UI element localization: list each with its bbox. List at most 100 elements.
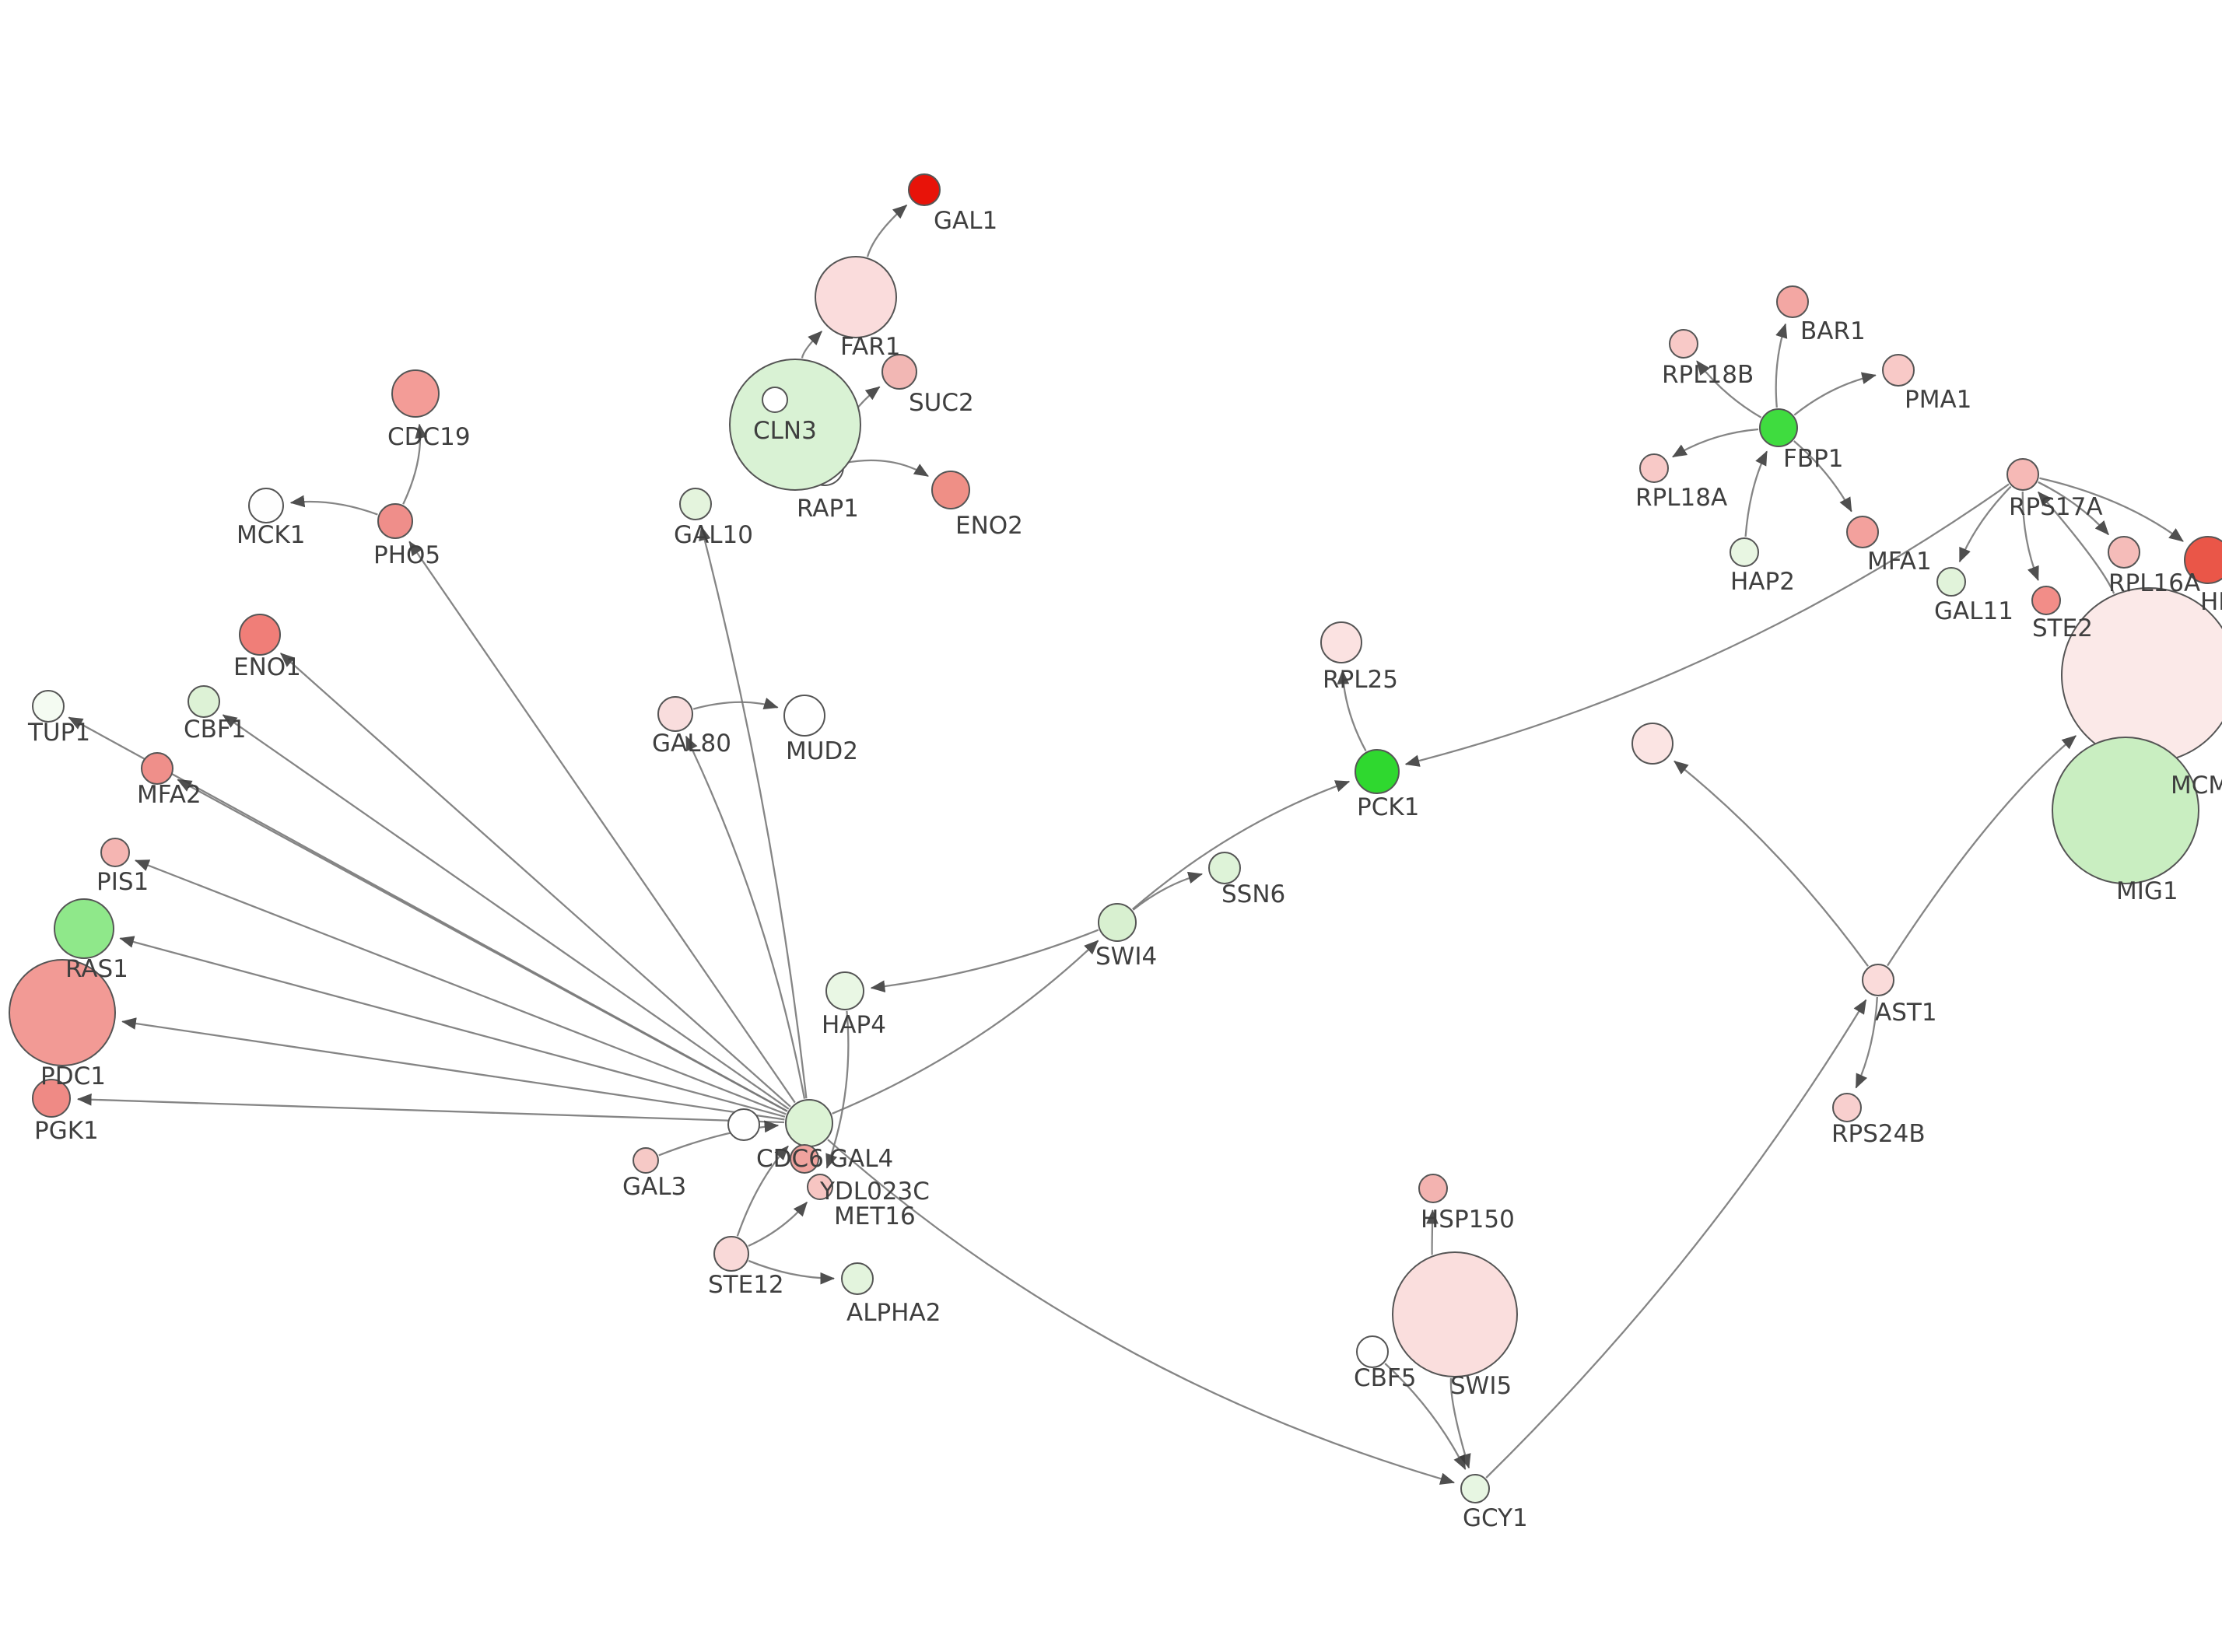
- node-mck1[interactable]: [248, 488, 284, 523]
- node-mcm1[interactable]: [2061, 587, 2222, 763]
- node-ste12[interactable]: [713, 1236, 749, 1272]
- edge-gal4-swi4[interactable]: [832, 940, 1099, 1115]
- edge-swi5-hsp150[interactable]: [1426, 1209, 1439, 1255]
- node-rpl18b[interactable]: [1669, 329, 1698, 359]
- node-ydl023c[interactable]: [790, 1144, 819, 1174]
- edge-gal4-ras1[interactable]: [119, 936, 786, 1118]
- edge-hap2-fbp1[interactable]: [1744, 450, 1768, 537]
- node-hsp150[interactable]: [1418, 1174, 1448, 1203]
- node-cln3[interactable]: [729, 359, 861, 491]
- edge-rps17a-his4[interactable]: [2039, 477, 2184, 542]
- node-hap4[interactable]: [825, 971, 864, 1010]
- node-mfa1[interactable]: [1846, 516, 1879, 548]
- node-tup1[interactable]: [32, 690, 65, 723]
- edge-far1-gal1[interactable]: [866, 204, 908, 257]
- node-mig1[interactable]: [2052, 737, 2199, 884]
- node-cbf1[interactable]: [188, 685, 220, 718]
- edge-fbp1-rpl18a[interactable]: [1672, 428, 1759, 458]
- node-node_a[interactable]: [762, 387, 788, 413]
- node-pis1[interactable]: [100, 838, 130, 867]
- node-eno2[interactable]: [931, 471, 970, 509]
- node-suc2[interactable]: [881, 354, 917, 390]
- node-ste2[interactable]: [2031, 586, 2061, 615]
- edge-pck1-rpl25[interactable]: [1337, 669, 1367, 752]
- node-pgk1[interactable]: [32, 1079, 71, 1118]
- node-ssn6[interactable]: [1208, 852, 1241, 884]
- edge-cln3-far1[interactable]: [801, 331, 823, 359]
- node-gal10[interactable]: [679, 488, 712, 520]
- edge-gal4-gal80[interactable]: [685, 735, 806, 1099]
- edge-gal80-mud2[interactable]: [692, 697, 779, 710]
- node-ras1[interactable]: [54, 898, 114, 959]
- node-gcy1[interactable]: [1460, 1474, 1490, 1503]
- edge-gal4-mfa2[interactable]: [177, 779, 788, 1112]
- edge-ast1-rps24b[interactable]: [1855, 996, 1878, 1089]
- node-gal11[interactable]: [1936, 567, 1966, 597]
- edge-gal4-pho5[interactable]: [408, 541, 796, 1104]
- edge-cbf5-gcy1[interactable]: [1384, 1363, 1467, 1470]
- node-eno1[interactable]: [239, 614, 281, 656]
- node-pma1[interactable]: [1882, 354, 1915, 387]
- node-pdc1[interactable]: [9, 959, 116, 1066]
- edge-gal4-gal10[interactable]: [699, 525, 808, 1099]
- node-mfa2[interactable]: [141, 752, 173, 785]
- node-gal4[interactable]: [785, 1099, 833, 1147]
- edge-ste12-alpha2[interactable]: [748, 1259, 836, 1285]
- edge-gal4-cbf1[interactable]: [222, 714, 790, 1110]
- node-gal1[interactable]: [908, 173, 941, 206]
- edge-gcy1-ast1[interactable]: [1485, 999, 1867, 1479]
- edge-rps17a-ste2[interactable]: [2021, 491, 2039, 581]
- node-swi4[interactable]: [1098, 903, 1137, 942]
- edge-gal4-eno1[interactable]: [280, 653, 791, 1108]
- edge-ste12-met16[interactable]: [748, 1202, 808, 1248]
- node-swi5[interactable]: [1392, 1251, 1518, 1377]
- node-rpl18a[interactable]: [1639, 453, 1669, 483]
- edge-pho5-cdc19[interactable]: [402, 423, 427, 505]
- edge-gal4-pdc1[interactable]: [121, 1017, 785, 1121]
- node-rpl25[interactable]: [1320, 621, 1362, 663]
- node-pho5[interactable]: [377, 503, 413, 539]
- node-cdc19[interactable]: [391, 369, 440, 418]
- node-mud2[interactable]: [783, 695, 825, 737]
- edge-gal4-pis1[interactable]: [135, 859, 787, 1115]
- node-pck1[interactable]: [1355, 749, 1400, 794]
- edge-fbp1-bar1[interactable]: [1775, 323, 1788, 408]
- edge-ast1-mcm1[interactable]: [1887, 735, 2077, 967]
- node-his4[interactable]: [2184, 536, 2222, 584]
- node-alpha2[interactable]: [841, 1262, 874, 1295]
- edge-gal4-gcy1[interactable]: [827, 1139, 1455, 1485]
- edge-fbp1-pma1[interactable]: [1793, 372, 1877, 416]
- node-rps24b[interactable]: [1832, 1093, 1862, 1122]
- edge-fbp1-rpl18b[interactable]: [1696, 360, 1762, 418]
- edge-swi4-ssn6[interactable]: [1132, 871, 1203, 911]
- node-far1[interactable]: [815, 256, 897, 338]
- edge-pho5-mck1[interactable]: [289, 495, 378, 516]
- edge-ast1-node_b[interactable]: [1674, 760, 1869, 967]
- edge-hap4-met16[interactable]: [825, 1010, 850, 1169]
- node-rps17a[interactable]: [2006, 458, 2039, 491]
- label-swi4: SWI4: [1095, 943, 1157, 971]
- edge-swi5-gcy1[interactable]: [1449, 1377, 1471, 1469]
- node-node_b[interactable]: [1631, 723, 1674, 765]
- edge-swi4-pck1[interactable]: [1132, 780, 1351, 910]
- edge-mcm1-rps17a[interactable]: [2037, 491, 2115, 594]
- edge-rps17a-pck1[interactable]: [1404, 483, 2010, 767]
- node-cdc6[interactable]: [727, 1108, 760, 1141]
- node-cbf5[interactable]: [1356, 1335, 1389, 1368]
- edge-gal3-gal4[interactable]: [658, 1120, 780, 1157]
- node-bar1[interactable]: [1776, 285, 1809, 318]
- edge-rps17a-gal11[interactable]: [1958, 485, 2012, 563]
- edge-swi4-hap4[interactable]: [870, 929, 1099, 992]
- node-gal3[interactable]: [633, 1147, 659, 1174]
- node-ast1[interactable]: [1862, 964, 1894, 996]
- node-gal80[interactable]: [657, 696, 693, 732]
- edge-ste12-gal4[interactable]: [736, 1145, 789, 1237]
- node-met16[interactable]: [807, 1174, 833, 1200]
- node-fbp1[interactable]: [1759, 408, 1798, 447]
- node-rpl16a[interactable]: [2108, 536, 2140, 569]
- edge-rps17a-rpl16a[interactable]: [2038, 481, 2110, 536]
- edge-fbp1-mfa1[interactable]: [1793, 440, 1852, 513]
- edge-gal4-pgk1[interactable]: [76, 1093, 785, 1124]
- node-hap2[interactable]: [1730, 537, 1759, 567]
- edge-rap1-eno2[interactable]: [844, 459, 929, 478]
